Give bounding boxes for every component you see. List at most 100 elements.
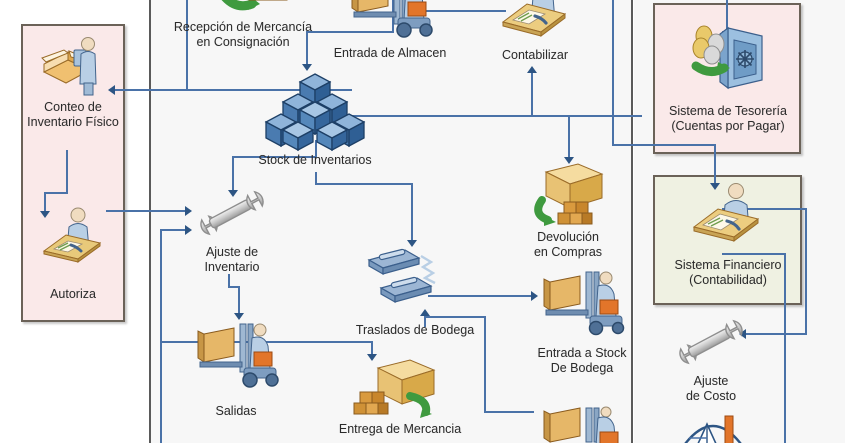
connector-ajuste-to-salidas-h: [228, 286, 240, 288]
connector-ajuste-to-salidas-v1: [228, 274, 230, 287]
arrowhead-autoriza-to-ajuste: [185, 206, 192, 216]
connector-financiero-out-v2: [784, 253, 786, 443]
forklift-icon: [348, 0, 433, 40]
arrowhead-to-stock: [302, 64, 312, 71]
financiero-line1: Sistema Financiero: [674, 258, 782, 272]
connector-ajuste-to-salidas-v2: [238, 286, 240, 316]
node-traslados-bodega[interactable]: Traslados de Bodega: [355, 244, 475, 344]
node-sistema-financiero[interactable]: Sistema Financiero (Contabilidad): [674, 181, 782, 291]
node-salidas[interactable]: Salidas: [188, 318, 284, 423]
desk-person-document-icon: [38, 205, 108, 267]
connector-financiero-out-h2: [722, 253, 786, 255]
arrowhead-to-contabilizar: [527, 66, 537, 73]
forklift-icon: [540, 406, 624, 443]
desk-person-ledger-icon: [497, 0, 573, 42]
devolucion-line2: en Compras: [533, 245, 603, 259]
node-label-ajuste-inventario: Ajuste de Inventario: [205, 245, 260, 275]
lane-divider-left: [149, 0, 151, 443]
connector-to-ajuste-v: [232, 156, 234, 192]
node-autoriza[interactable]: Autoriza: [34, 205, 112, 305]
forklift-icon: [194, 318, 279, 388]
arrowhead-up-to-traslados: [420, 309, 430, 316]
ajuste-costo-line2: de Costo: [685, 389, 737, 403]
node-label-contabilizar: Contabilizar: [502, 48, 568, 63]
entrada-almacen-line1: Entrada de Almacen: [333, 46, 447, 60]
node-forklift-bottom[interactable]: [527, 406, 637, 443]
connector-autoriza-to-ajuste: [106, 210, 186, 212]
box-return-arrow-icon: [522, 158, 614, 228]
arrowhead-to-entrada-stock: [531, 291, 538, 301]
node-scales-bottom[interactable]: [675, 408, 755, 443]
scales-balance-icon: [677, 408, 753, 443]
node-entrega-mercancia[interactable]: Entrega de Mercancia: [335, 352, 465, 443]
node-label-devolucion: Devolución en Compras: [534, 230, 602, 260]
arrowhead-to-financiero: [710, 183, 720, 190]
node-ajuste-inventario[interactable]: Ajuste de Inventario: [190, 182, 274, 292]
cube-stack-icon: [260, 72, 370, 152]
tesoreria-line2: (Cuentas por Pagar): [671, 119, 785, 133]
connector-almacen-h1: [306, 31, 394, 33]
node-label-tesoreria: Sistema de Tesorería (Cuentas por Pagar): [669, 104, 787, 134]
inventario-fisico-group: [21, 24, 125, 322]
arrowhead-lower-return: [185, 225, 192, 235]
two-phones-icon: [359, 244, 463, 312]
desk-person-ledger-icon: [688, 181, 768, 247]
node-label-recepcion: Recepción de Mercancía en Consignación: [174, 20, 312, 50]
recepcion-line1: Recepción de Mercancía: [173, 20, 313, 34]
connector-recepcion-v: [186, 0, 188, 90]
connector-stock-to-traslados-v2: [411, 183, 413, 243]
ajuste-costo-line1: Ajuste: [693, 374, 729, 388]
connector-financiero-out-v1: [805, 208, 807, 335]
connector-contabilizar-v: [531, 72, 533, 116]
forklift-icon: [540, 268, 625, 336]
connector-traslados-to-entrega-v1: [160, 330, 162, 342]
connector-return-to-traslados-v2: [484, 316, 486, 413]
node-label-conteo: Conteo de Inventario Físico: [27, 100, 119, 130]
lane-divider-right: [631, 0, 633, 443]
node-label-ajuste-costo: Ajuste de Costo: [686, 374, 736, 404]
connector-forklift-to-contabilizar: [420, 10, 506, 12]
node-sistema-tesoreria[interactable]: Sistema de Tesorería (Cuentas por Pagar): [669, 22, 787, 142]
connector-tesoreria-to-financiero-v: [714, 144, 716, 186]
node-ajuste-costo[interactable]: Ajuste de Costo: [668, 312, 754, 418]
node-entrada-stock-bodega[interactable]: Entrada a Stock De Bodega: [527, 268, 637, 378]
node-stock-inventarios[interactable]: Stock de Inventarios: [255, 72, 375, 172]
node-devolucion-compras[interactable]: Devolución en Compras: [518, 158, 618, 268]
wrench-icon: [189, 182, 275, 244]
connector-devolucion-v: [568, 115, 570, 160]
arrowhead-to-conteo: [108, 85, 115, 95]
sistema-financiero-group: [653, 175, 802, 305]
arrowhead-to-ajuste-inventario: [228, 190, 238, 197]
connector-financiero-out-h1: [722, 208, 807, 210]
arrowhead-to-entrega: [367, 354, 377, 361]
node-contabilizar[interactable]: Contabilizar: [490, 0, 580, 74]
recepcion-line2: en Consignación: [196, 35, 290, 49]
connector-return-to-traslados-h: [424, 316, 486, 318]
salidas-line1: Salidas: [215, 404, 257, 418]
connector-stock-down-h: [232, 156, 317, 158]
connector-to-tesoreria-v: [726, 0, 728, 34]
connector-sistemas-left-v: [612, 0, 614, 145]
arrowhead-to-devolucion: [564, 157, 574, 164]
stock-inventarios-line1: Stock de Inventarios: [258, 153, 372, 167]
box-return-icon: [352, 352, 448, 418]
node-conteo-inventario-fisico[interactable]: Conteo de Inventario Físico: [27, 36, 119, 146]
connector-return-to-traslados-v1: [424, 315, 426, 327]
autoriza-line1: Autoriza: [50, 287, 96, 301]
entrada-stock-line1: Entrada a Stock: [537, 346, 627, 360]
ajuste-inv-line2: Inventario: [204, 260, 260, 274]
node-label-traslados: Traslados de Bodega: [356, 323, 474, 338]
node-entrada-almacen[interactable]: Entrada de Almacen: [330, 0, 450, 62]
connector-conteo-to-autoriza-h: [44, 192, 68, 194]
node-recepcion-mercancia[interactable]: Recepción de Mercancía en Consignación: [168, 0, 318, 60]
conteo-line2: Inventario Físico: [27, 115, 119, 129]
node-label-salidas: Salidas: [216, 404, 257, 419]
node-label-entrega-mercancia: Entrega de Mercancia: [339, 422, 461, 437]
arrowhead-to-salidas: [234, 313, 244, 320]
node-label-stock-inventarios: Stock de Inventarios: [258, 153, 371, 168]
connector-stock-right: [332, 115, 642, 117]
connector-recepcion-to-conteo: [114, 89, 352, 91]
return-boxes-icon: [220, 0, 290, 16]
financiero-line2: (Contabilidad): [689, 273, 767, 287]
